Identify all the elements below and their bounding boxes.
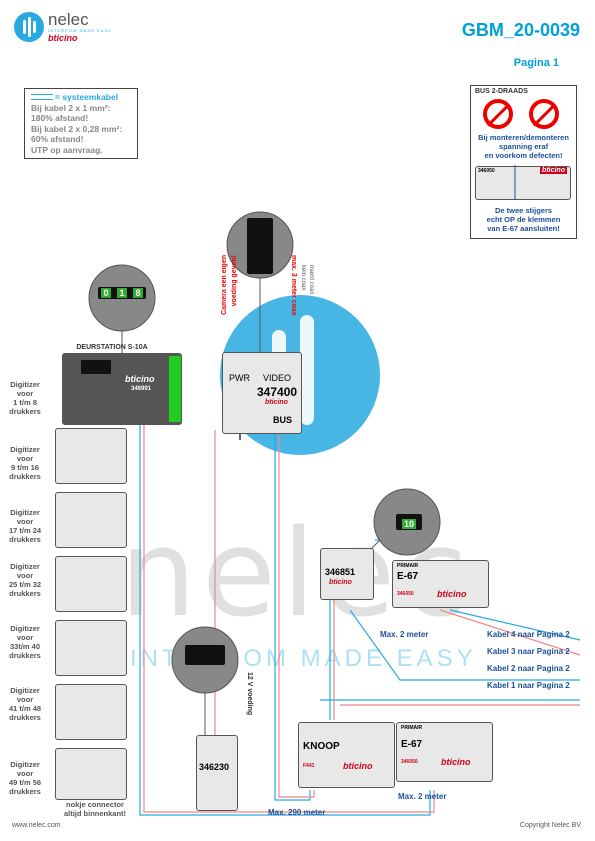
e67-code: 346050	[401, 759, 418, 765]
logo	[14, 12, 44, 42]
e67-primair: PRIMAIR	[397, 563, 419, 569]
warning-text: echt OP de klemmen	[486, 215, 561, 224]
psu-code: 346230	[199, 762, 230, 772]
psu-label: 12 V voeding	[246, 672, 253, 716]
note-line: 60% afstand!	[31, 134, 84, 144]
warning-text: van E-67 aansluiten!	[487, 224, 560, 233]
switch-brand: bticino	[329, 579, 352, 586]
warning-module: 346050 bticino	[475, 166, 571, 200]
module-brand: bticino	[540, 167, 567, 174]
door-station-code: 346991	[131, 386, 152, 392]
terminal-strip	[185, 645, 225, 665]
note-line: UTP op aanvraag.	[31, 144, 103, 155]
knoop-module: KNOOP F441 bticino	[298, 722, 395, 788]
door-station: bticino 346991	[62, 353, 182, 425]
warning-text: spanning eraf	[498, 142, 549, 151]
brand-name: nelec	[48, 10, 89, 29]
digitizer-module	[55, 748, 127, 800]
e67-primair: PRIMAIR	[401, 725, 423, 731]
dip-digit: 10	[401, 519, 416, 529]
door-station-title: DEURSTATION S-10A	[76, 344, 148, 351]
terminal-strip	[247, 218, 273, 274]
digitizer-module	[55, 620, 127, 676]
digitizer-module	[55, 428, 127, 484]
digitizer-module	[55, 684, 127, 740]
dip-digit: 8	[133, 288, 143, 298]
dip-switch-switch: 10	[396, 514, 422, 530]
e67-top: PRIMAIR E-67 346050 bticino	[392, 560, 489, 608]
footer-right: Copyright Nelec BV	[519, 822, 581, 829]
no-tool-icon	[529, 99, 559, 129]
camera-code: 347400	[257, 385, 298, 399]
distance-long: Max. 290 meter	[268, 808, 326, 817]
page-number: Pagina 1	[513, 57, 559, 69]
e67-brand: bticino	[441, 757, 471, 767]
brand-tag: INTERCOM MADE EASY	[48, 28, 112, 33]
note-line: Bij kabel 2 x 1 mm²:	[31, 102, 111, 113]
e67-name: E-67	[401, 739, 423, 750]
kabel-label: Kabel 2 naar Pagina 2	[487, 664, 570, 673]
kabel-label: Kabel 3 naar Pagina 2	[487, 647, 570, 656]
distance-bottom: Max. 2 meter	[398, 792, 447, 801]
video-label: VIDEO	[263, 373, 292, 383]
e67-name: E-67	[397, 571, 419, 582]
note-line: Bij kabel 2 x 0,28 mm²:	[31, 123, 123, 134]
cable-note: = systeemkabel Bij kabel 2 x 1 mm²: 180%…	[24, 88, 138, 159]
note-line: 180% afstand!	[31, 113, 89, 123]
warning-text: De twee stijgers	[494, 206, 553, 215]
no-plug-icon	[483, 99, 513, 129]
brand-sub: bticino	[48, 33, 78, 43]
digitizer-module	[55, 556, 127, 612]
door-station-brand: bticino	[125, 374, 155, 384]
module-code: 346050	[478, 168, 495, 174]
bus-label: BUS	[273, 415, 293, 425]
warning-box: BUS 2-DRAADS Bij monteren/demonteren spa…	[470, 85, 577, 239]
dip-digit: 0	[101, 288, 111, 298]
dip-switch-door: 0 1 8	[98, 287, 146, 299]
kabel-label: Kabel 4 naar Pagina 2	[487, 630, 570, 639]
switch-module: 346851 bticino	[320, 548, 374, 600]
psu-module: 346230	[196, 735, 238, 811]
switch-code: 346851	[325, 567, 356, 577]
dip-digit: 1	[117, 288, 127, 298]
digitizer-module	[55, 492, 127, 548]
cable-legend: = systeemkabel	[55, 92, 119, 102]
kabel-label: Kabel 1 naar Pagina 2	[487, 681, 570, 690]
doc-id: GBM_20-0039	[461, 20, 580, 40]
footer-left: www.nelec.com	[12, 822, 61, 829]
knoop-code: F441	[303, 763, 315, 769]
e67-bottom: PRIMAIR E-67 346050 bticino	[396, 722, 493, 782]
camera-note: Camera een eigen voeding geven!	[221, 255, 238, 315]
camera-module: PWR VIDEO 347400 bticino BUS	[222, 352, 302, 434]
warning-title: BUS 2-DRAADS	[475, 88, 528, 95]
e67-code: 346050	[397, 591, 414, 597]
warning-text: Bij monteren/demonteren	[478, 133, 569, 142]
pwr-label: PWR	[229, 373, 250, 383]
coax-note: max. 3 meter coax kein coax mamt coax	[290, 255, 314, 316]
warning-text: en voorkom defecten!	[484, 151, 563, 160]
knoop-name: KNOOP	[303, 741, 340, 752]
distance-top: Max. 2 meter	[380, 630, 429, 639]
camera-brand: bticino	[265, 399, 288, 406]
e67-brand: bticino	[437, 589, 467, 599]
knoop-brand: bticino	[343, 761, 373, 771]
